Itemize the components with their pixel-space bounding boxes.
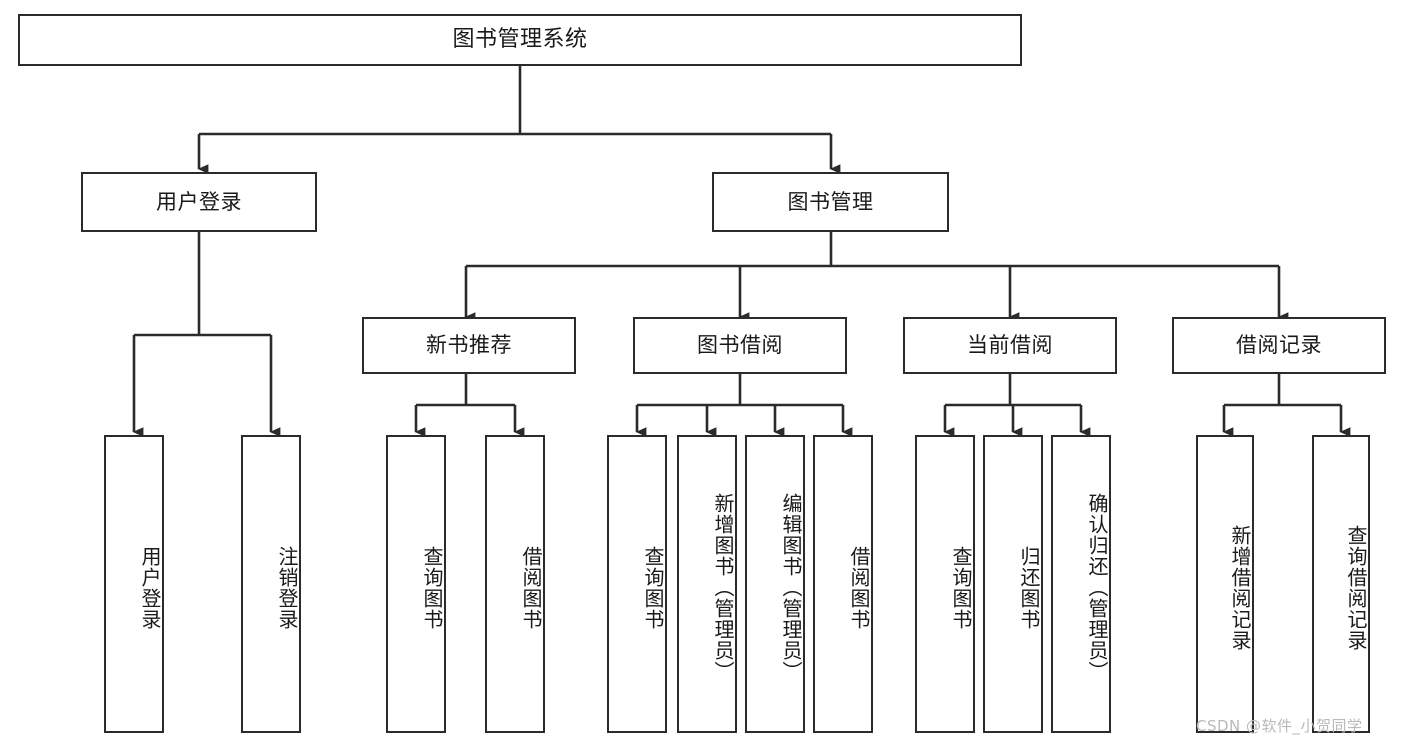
leaf-user-login-logout[interactable]: 注销登录 [241,435,301,733]
edges-book-manage [464,232,1289,322]
edges-new-book [414,374,525,437]
node-borrow-record-label: 借阅记录 [1236,333,1322,357]
leaf-new-book-query[interactable]: 查询图书 [386,435,446,733]
node-book-borrow[interactable]: 图书借阅 [633,317,847,374]
leaf-user-login-login[interactable]: 用户登录 [104,435,164,733]
leaf-current-confirm-return-admin[interactable]: 确认归还（管理员） [1051,435,1111,733]
leaf-borrow-add-book-admin[interactable]: 新增图书（管理员） [677,435,737,733]
edges-root [197,66,841,174]
edges-user-login [132,232,281,437]
node-user-login[interactable]: 用户登录 [81,172,317,232]
node-user-login-label: 用户登录 [156,189,242,214]
node-book-manage-label: 图书管理 [787,189,874,214]
node-root-label: 图书管理系统 [452,27,588,52]
node-new-book-recommend-label: 新书推荐 [426,333,512,357]
node-root-system[interactable]: 图书管理系统 [18,14,1022,66]
leaf-borrow-edit-book-admin[interactable]: 编辑图书（管理员） [745,435,805,733]
leaf-record-query-record[interactable]: 查询借阅记录 [1312,435,1370,733]
edges-borrow-record [1222,374,1351,437]
edges-current-borrow [943,374,1091,437]
node-book-manage[interactable]: 图书管理 [712,172,949,232]
node-borrow-record[interactable]: 借阅记录 [1172,317,1386,374]
leaf-borrow-query-book[interactable]: 查询图书 [607,435,667,733]
node-new-book-recommend[interactable]: 新书推荐 [362,317,576,374]
edges-book-borrow [635,374,853,437]
leaf-current-return-book[interactable]: 归还图书 [983,435,1043,733]
node-current-borrow-label: 当前借阅 [967,333,1053,357]
node-book-borrow-label: 图书借阅 [697,333,783,357]
node-current-borrow[interactable]: 当前借阅 [903,317,1117,374]
leaf-current-query-book[interactable]: 查询图书 [915,435,975,733]
leaf-new-book-borrow[interactable]: 借阅图书 [485,435,545,733]
leaf-record-add-record[interactable]: 新增借阅记录 [1196,435,1254,733]
leaf-borrow-borrow-book[interactable]: 借阅图书 [813,435,873,733]
